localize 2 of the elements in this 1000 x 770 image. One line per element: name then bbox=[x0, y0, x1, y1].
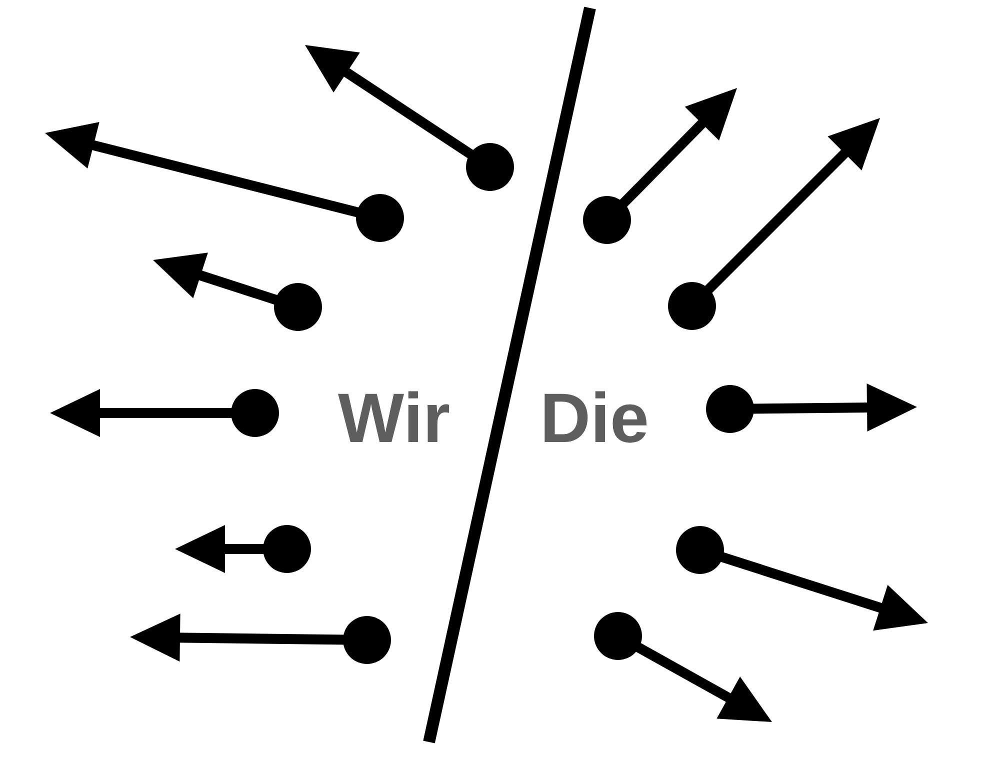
group-label: Wir bbox=[338, 383, 450, 453]
group-label: Die bbox=[540, 383, 649, 453]
